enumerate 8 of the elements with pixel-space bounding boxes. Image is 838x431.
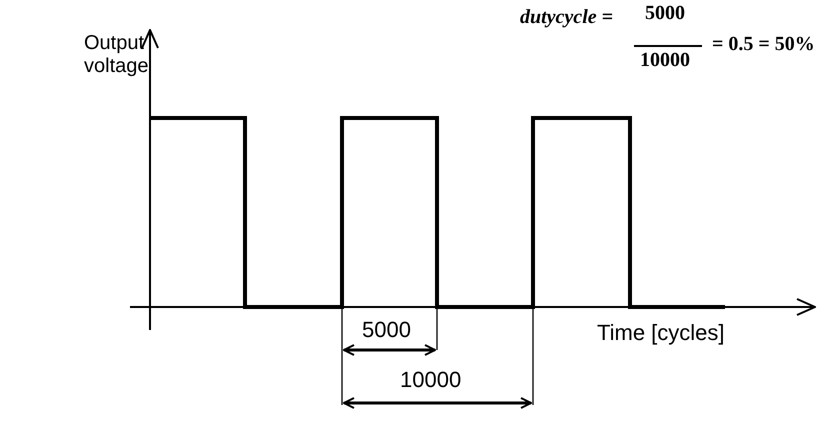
dimension-label: 10000 — [400, 367, 462, 392]
axis-title: Output voltage — [84, 32, 150, 78]
formula-text: = 0.5 = 50% — [712, 33, 815, 56]
fraction-numerator: 5000 — [645, 2, 685, 25]
dimension-label: 5000 — [362, 317, 411, 342]
formula-text: dutycycle = — [520, 6, 614, 29]
fraction-denominator: 10000 — [640, 49, 690, 72]
axis-title: Time [cycles] — [597, 320, 725, 346]
